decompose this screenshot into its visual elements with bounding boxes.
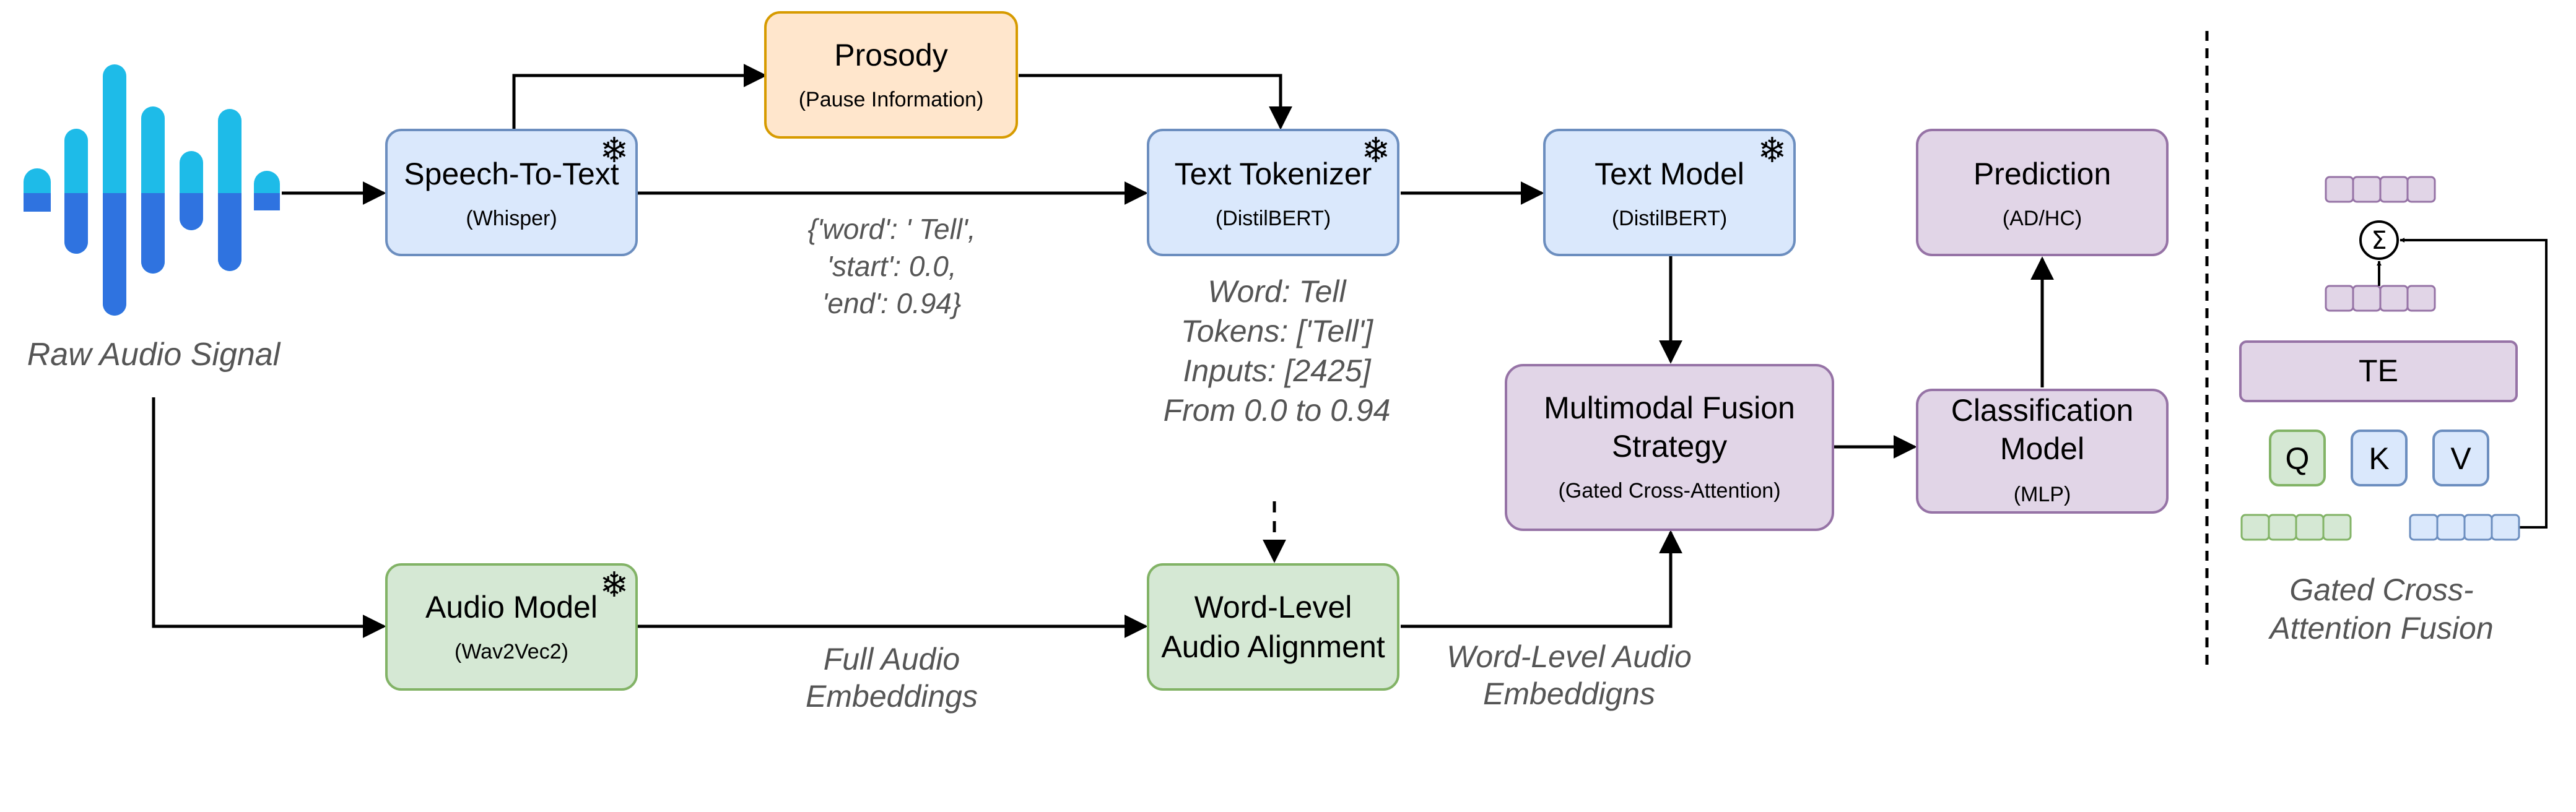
annotation-line: {'word': ' Tell',	[807, 213, 975, 245]
classification-title-line2: Model	[2000, 431, 2084, 466]
stt-output-annotation: {'word': ' Tell', 'start': 0.0, 'end': 0…	[807, 213, 975, 319]
query-block	[2269, 430, 2326, 486]
snowflake-icon: ❄	[1362, 131, 1391, 171]
te-label: TE	[2359, 353, 2398, 388]
key-label: K	[2369, 441, 2389, 476]
annotation-line: Embeddigns	[1483, 676, 1655, 711]
audio-model-subtitle: (Wav2Vec2)	[455, 640, 568, 663]
prediction-node: Prediction (AD/HC)	[1916, 129, 2169, 256]
annotation-line: Word: Tell	[1208, 274, 1347, 309]
summation-circle	[2359, 220, 2399, 260]
prediction-subtitle: (AD/HC)	[2003, 207, 2082, 230]
token-example-annotation: Word: Tell Tokens: ['Tell'] Inputs: [242…	[1164, 274, 1391, 428]
arrow-alignment-to-fusion	[1401, 530, 1682, 628]
audio-model-node: Audio Model (Wav2Vec2) ❄	[385, 563, 638, 691]
annotation-line: Word-Level Audio	[1447, 639, 1692, 674]
arrow-prosody-to-tokenizer	[1019, 74, 1292, 130]
annotation-line: Embeddings	[806, 679, 978, 714]
annotation-line: 'end': 0.94}	[822, 287, 962, 319]
output-token-strip	[2325, 176, 2436, 203]
speech-to-text-node: Speech-To-Text (Whisper) ❄	[385, 129, 638, 256]
tokenizer-subtitle: (DistilBERT)	[1216, 207, 1331, 230]
full-audio-annotation: Full Audio Embeddings	[806, 642, 978, 714]
value-block	[2432, 430, 2489, 486]
waveform-icon	[24, 64, 280, 316]
arrow-stt-to-prosody	[512, 64, 767, 129]
text-model-node: Text Model (DistilBERT) ❄	[1543, 129, 1796, 256]
prediction-title: Prediction	[1973, 157, 2111, 191]
text-tokenizer-node: Text Tokenizer (DistilBERT) ❄	[1147, 129, 1399, 256]
snowflake-icon: ❄	[600, 565, 629, 605]
word-level-alignment-node: Word-Level Audio Alignment	[1147, 563, 1399, 691]
audio-token-strip	[2240, 514, 2352, 541]
raw-audio-label: Raw Audio Signal	[27, 337, 281, 373]
annotation-line: Tokens: ['Tell']	[1181, 314, 1373, 348]
annotation-line: 'start': 0.0,	[827, 250, 956, 282]
text-model-subtitle: (DistilBERT)	[1612, 207, 1727, 230]
multimodal-fusion-node: Multimodal Fusion Strategy (Gated Cross-…	[1505, 364, 1834, 531]
arrow-residual-to-sum	[2400, 238, 2548, 529]
classification-title-line1: Classification	[1951, 393, 2134, 428]
annotation-line: Full Audio	[824, 642, 960, 676]
te-block	[2239, 340, 2518, 402]
classification-node: Classification Model (MLP)	[1916, 389, 2169, 514]
alignment-title-line2: Audio Alignment	[1161, 629, 1385, 664]
inset-caption-line1: Gated Cross-	[2289, 572, 2473, 607]
snowflake-icon: ❄	[1758, 131, 1787, 171]
fusion-subtitle: (Gated Cross-Attention)	[1558, 479, 1780, 503]
summation-icon: Σ	[2371, 227, 2387, 255]
fusion-title-line1: Multimodal Fusion	[1544, 391, 1795, 425]
connectors	[152, 64, 2054, 638]
classification-subtitle: (MLP)	[2014, 483, 2071, 506]
prosody-title: Prosody	[834, 38, 947, 72]
audio-model-title: Audio Model	[425, 590, 598, 624]
annotation-line: Inputs: [2425]	[1183, 353, 1371, 388]
gated-cross-attention-inset: Σ TE Q K V	[2239, 176, 2548, 646]
text-model-title: Text Model	[1595, 157, 1744, 191]
query-label: Q	[2286, 441, 2310, 476]
key-block	[2351, 430, 2408, 486]
value-label: V	[2450, 441, 2471, 476]
tokenizer-title: Text Tokenizer	[1175, 157, 1372, 191]
snowflake-icon: ❄	[600, 131, 629, 171]
te-output-token-strip	[2325, 285, 2436, 312]
text-token-strip	[2409, 514, 2520, 541]
alignment-title-line1: Word-Level	[1194, 590, 1352, 624]
word-audio-annotation: Word-Level Audio Embeddigns	[1447, 639, 1692, 711]
arrow-audio-to-audiomodel	[152, 397, 386, 638]
stt-subtitle: (Whisper)	[466, 207, 557, 230]
prosody-node: Prosody (Pause Information)	[764, 11, 1018, 139]
prosody-subtitle: (Pause Information)	[799, 88, 984, 111]
stt-title: Speech-To-Text	[404, 157, 619, 191]
inset-caption-line2: Attention Fusion	[2268, 611, 2493, 646]
annotation-line: From 0.0 to 0.94	[1164, 393, 1391, 428]
fusion-title-line2: Strategy	[1612, 429, 1727, 464]
